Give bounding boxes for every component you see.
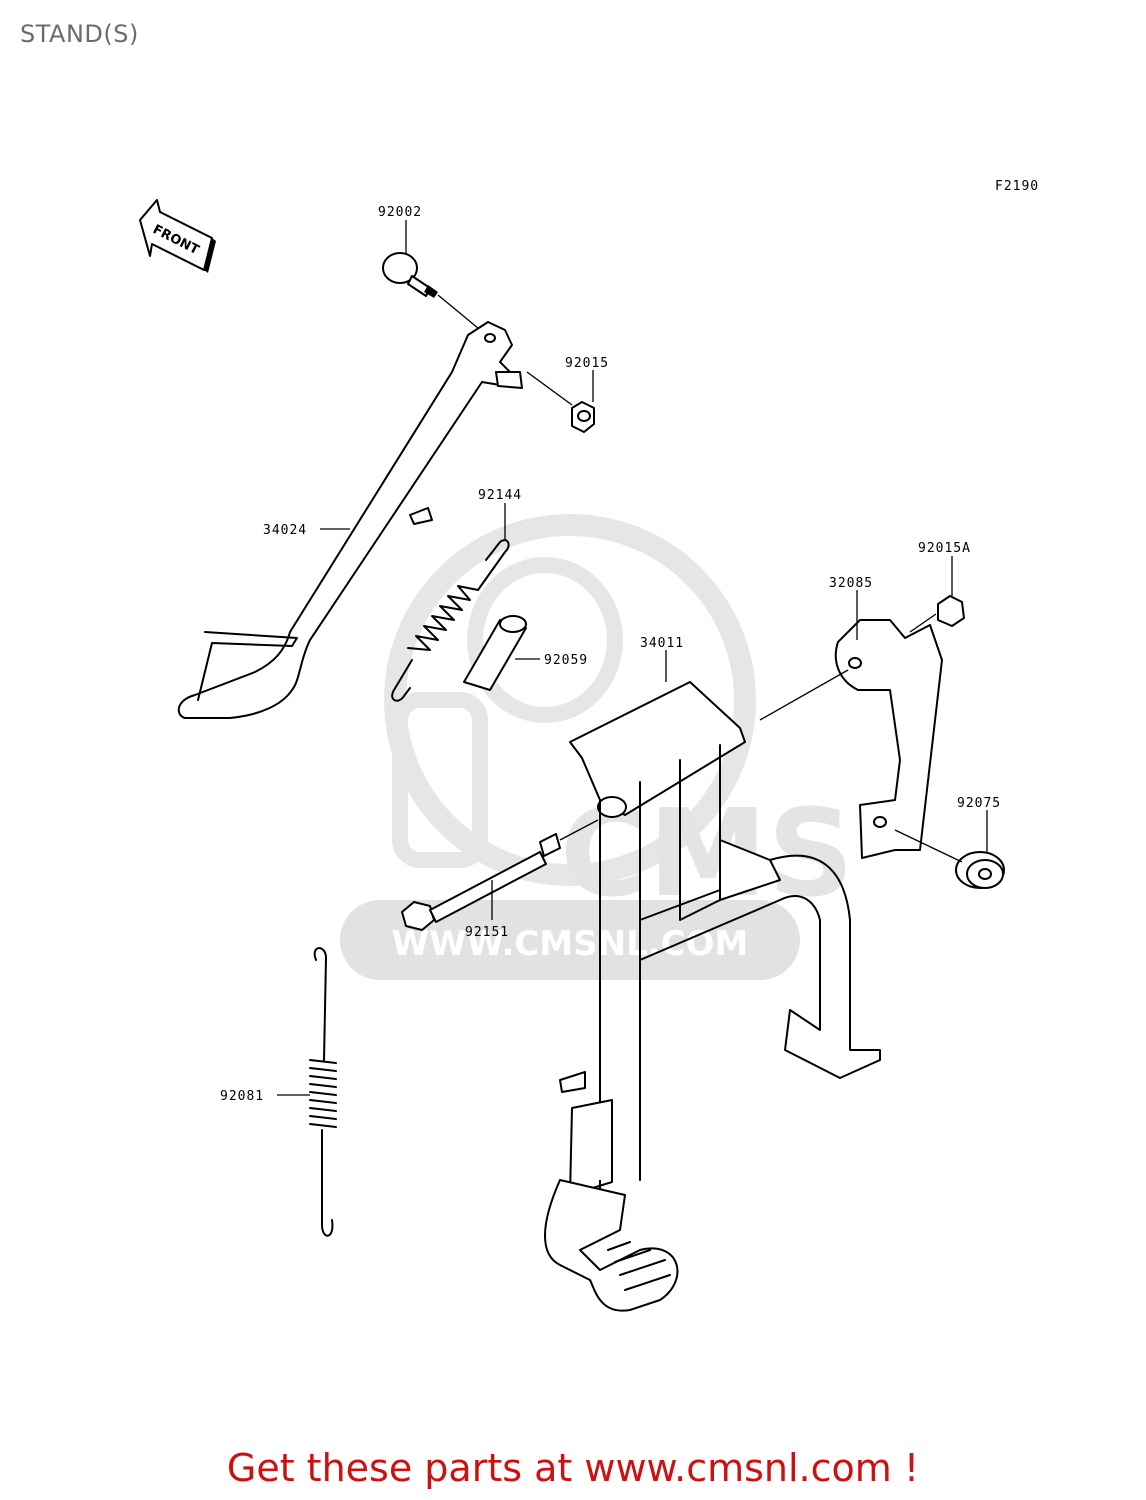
leader-lines bbox=[277, 220, 988, 1096]
nut-92015a bbox=[909, 595, 965, 633]
label-92151: 92151 bbox=[465, 925, 509, 940]
side-stand-34024 bbox=[177, 321, 523, 719]
label-92081: 92081 bbox=[220, 1089, 264, 1104]
bolt-92002 bbox=[382, 252, 491, 339]
nut-92015 bbox=[526, 371, 595, 433]
rubber-92075 bbox=[894, 829, 1005, 889]
label-92002: 92002 bbox=[378, 205, 422, 220]
label-92075: 92075 bbox=[957, 796, 1001, 811]
main-stand-34011 bbox=[544, 681, 881, 1312]
spring-92081 bbox=[309, 947, 337, 1237]
bracket-32085 bbox=[759, 619, 943, 859]
watermark-url: WWW.CMSNL.COM bbox=[392, 924, 749, 964]
promo-banner-link[interactable]: Get these parts at www.cmsnl.com ! bbox=[226, 1446, 920, 1490]
label-32085: 32085 bbox=[829, 576, 873, 591]
label-34011: 34011 bbox=[640, 636, 684, 651]
front-arrow-icon: FRONT bbox=[139, 199, 216, 273]
label-92144: 92144 bbox=[478, 488, 522, 503]
collar-92059 bbox=[463, 615, 527, 691]
page-title: STAND(S) bbox=[20, 20, 139, 48]
label-92015: 92015 bbox=[565, 356, 609, 371]
watermark-logo: CMS WWW.CMSNL.COM bbox=[340, 514, 854, 980]
label-92015a: 92015A bbox=[918, 541, 971, 556]
bolt-92151 bbox=[401, 819, 599, 931]
spring-92144 bbox=[391, 539, 510, 702]
figure-code: F2190 bbox=[995, 179, 1039, 194]
parts-diagram: CMS WWW.CMSNL.COM FRONT F2190 bbox=[139, 179, 1039, 1312]
label-92059: 92059 bbox=[544, 653, 588, 668]
label-34024: 34024 bbox=[263, 523, 307, 538]
